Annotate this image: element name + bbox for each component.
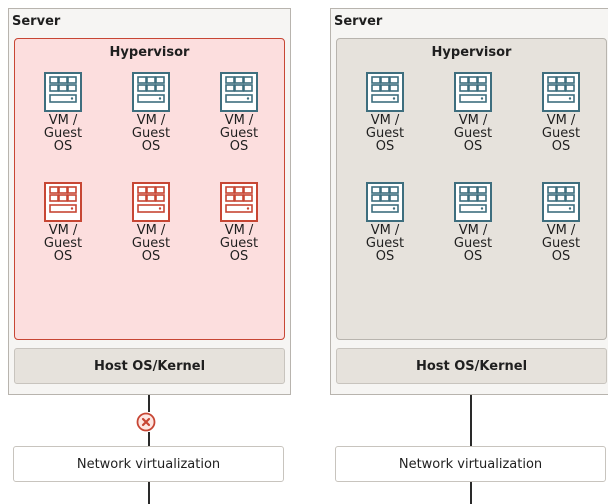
vm-normal: VM / Guest OS <box>521 182 601 287</box>
connector-line <box>148 482 150 504</box>
server-right: Server Hypervisor VM / Guest OS VM / Gue… <box>330 8 608 395</box>
vm-label: VM / Guest OS <box>453 223 493 264</box>
vm-label: VM / Guest OS <box>453 113 493 154</box>
server-rack-icon <box>366 72 404 112</box>
server-title: Server <box>12 14 61 29</box>
vm-normal: VM / Guest OS <box>23 72 103 177</box>
vm-normal: VM / Guest OS <box>345 182 425 287</box>
vm-error: VM / Guest OS <box>111 182 191 287</box>
hypervisor-title: Hypervisor <box>109 45 190 60</box>
connector-line <box>148 432 150 446</box>
server-rack-icon <box>366 182 404 222</box>
server-rack-icon <box>220 72 258 112</box>
vm-label: VM / Guest OS <box>43 113 83 154</box>
vm-error: VM / Guest OS <box>199 182 279 287</box>
vm-label: VM / Guest OS <box>219 113 259 154</box>
vm-label: VM / Guest OS <box>365 113 405 154</box>
vm-label: VM / Guest OS <box>131 223 171 264</box>
server-rack-icon <box>454 182 492 222</box>
connector-line <box>148 395 150 412</box>
server-title: Server <box>334 14 383 29</box>
server-rack-icon <box>132 72 170 112</box>
vm-label: VM / Guest OS <box>131 113 171 154</box>
hypervisor-faulted: Hypervisor VM / Guest OS VM / Guest OS V… <box>14 38 285 340</box>
vm-normal: VM / Guest OS <box>433 72 513 177</box>
server-rack-icon <box>454 72 492 112</box>
hypervisor-title: Hypervisor <box>431 45 512 60</box>
server-rack-icon <box>44 182 82 222</box>
host-os-kernel: Host OS/Kernel <box>14 348 285 384</box>
connector-line <box>470 482 472 504</box>
vm-label: VM / Guest OS <box>541 113 581 154</box>
vm-normal: VM / Guest OS <box>345 72 425 177</box>
network-virtualization: Network virtualization <box>335 446 606 482</box>
server-rack-icon <box>542 182 580 222</box>
vm-error: VM / Guest OS <box>23 182 103 287</box>
host-os-kernel: Host OS/Kernel <box>336 348 607 384</box>
network-virtualization: Network virtualization <box>13 446 284 482</box>
vm-normal: VM / Guest OS <box>521 72 601 177</box>
vm-normal: VM / Guest OS <box>433 182 513 287</box>
vm-label: VM / Guest OS <box>541 223 581 264</box>
connector-line <box>470 395 472 446</box>
server-rack-icon <box>132 182 170 222</box>
vm-label: VM / Guest OS <box>365 223 405 264</box>
vm-normal: VM / Guest OS <box>111 72 191 177</box>
hypervisor: Hypervisor VM / Guest OS VM / Guest OS V… <box>336 38 607 340</box>
server-rack-icon <box>220 182 258 222</box>
vm-label: VM / Guest OS <box>43 223 83 264</box>
vm-label: VM / Guest OS <box>219 223 259 264</box>
server-rack-icon <box>542 72 580 112</box>
x-circle-icon <box>136 412 156 432</box>
vm-normal: VM / Guest OS <box>199 72 279 177</box>
server-left: Server Hypervisor VM / Guest OS VM / Gue… <box>8 8 291 395</box>
server-rack-icon <box>44 72 82 112</box>
